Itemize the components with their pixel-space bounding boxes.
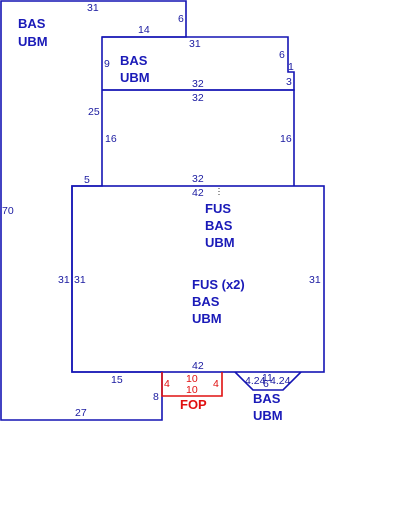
fop-outline [161,372,223,397]
middle-block-outline [102,89,295,186]
dim-upper-left: 9 [104,58,110,70]
bay-bas-label: BAS [253,391,281,406]
dim-mid-right: 16 [280,133,292,145]
dim-upper-right-lower: 3 [286,76,292,88]
outer-ubm-label: UBM [18,34,48,49]
main-fus-ubm-label: UBM [205,235,235,250]
dim-bay-bottom: 6 [263,378,269,390]
dim-mid-left: 16 [105,133,117,145]
dim-upper-top: 31 [189,38,201,50]
dim-main-top: 42 [192,187,204,199]
outer-bas-label: BAS [18,16,46,31]
dim-fop-left: 4 [164,378,170,390]
dim-upper-right: 6 [279,49,285,61]
upper-ubm-label: UBM [120,70,150,85]
bay-bas-outline [234,371,302,391]
dim-main-bottom-left: 15 [111,374,123,386]
dim-mid-bottom: 32 [192,173,204,185]
main-fus-x2-bas-label: BAS [192,294,220,309]
dim-fop-right: 4 [213,378,219,390]
dim-outer-step: 14 [138,24,150,36]
dim-outer-top: 31 [87,2,99,14]
dim-main-right: 31 [309,274,321,286]
main-fus-label: FUS [205,201,231,216]
main-fus-outline [71,185,325,373]
outer-bas-outline [0,0,187,421]
main-fus-x2-label: FUS (x2) [192,277,245,292]
dim-mid-left-outer: 25 [88,106,100,118]
dim-main-bottom: 42 [192,360,204,372]
dim-fop-top: 10 [186,373,198,385]
dim-bay-top: 11 [262,372,273,384]
main-fus-x2-ubm-label: UBM [192,311,222,326]
dim-fop-bottom: 10 [186,384,198,396]
dim-main-left-outer: 31 [58,274,70,286]
dim-outer-right-small: 6 [178,13,184,25]
bay-ubm-label: UBM [253,408,283,423]
dim-upper-step-right: 1 [288,61,294,73]
dim-bay-right: 4.24 [270,375,291,387]
fop-label: FOP [180,397,207,412]
dim-mid-step-left: 5 [84,174,90,186]
upper-bas-label: BAS [120,53,148,68]
dim-bay-left: 4.24 [245,375,266,387]
dim-main-left: 31 [74,274,86,286]
dim-outer-bottom-right: 8 [153,391,159,403]
main-fus-bas-label: BAS [205,218,233,233]
dim-outer-bottom: 27 [75,407,87,419]
dim-outer-left: 70 [2,205,14,217]
dim-mid-top: 32 [192,92,204,104]
dim-upper-bottom: 32 [192,78,204,90]
